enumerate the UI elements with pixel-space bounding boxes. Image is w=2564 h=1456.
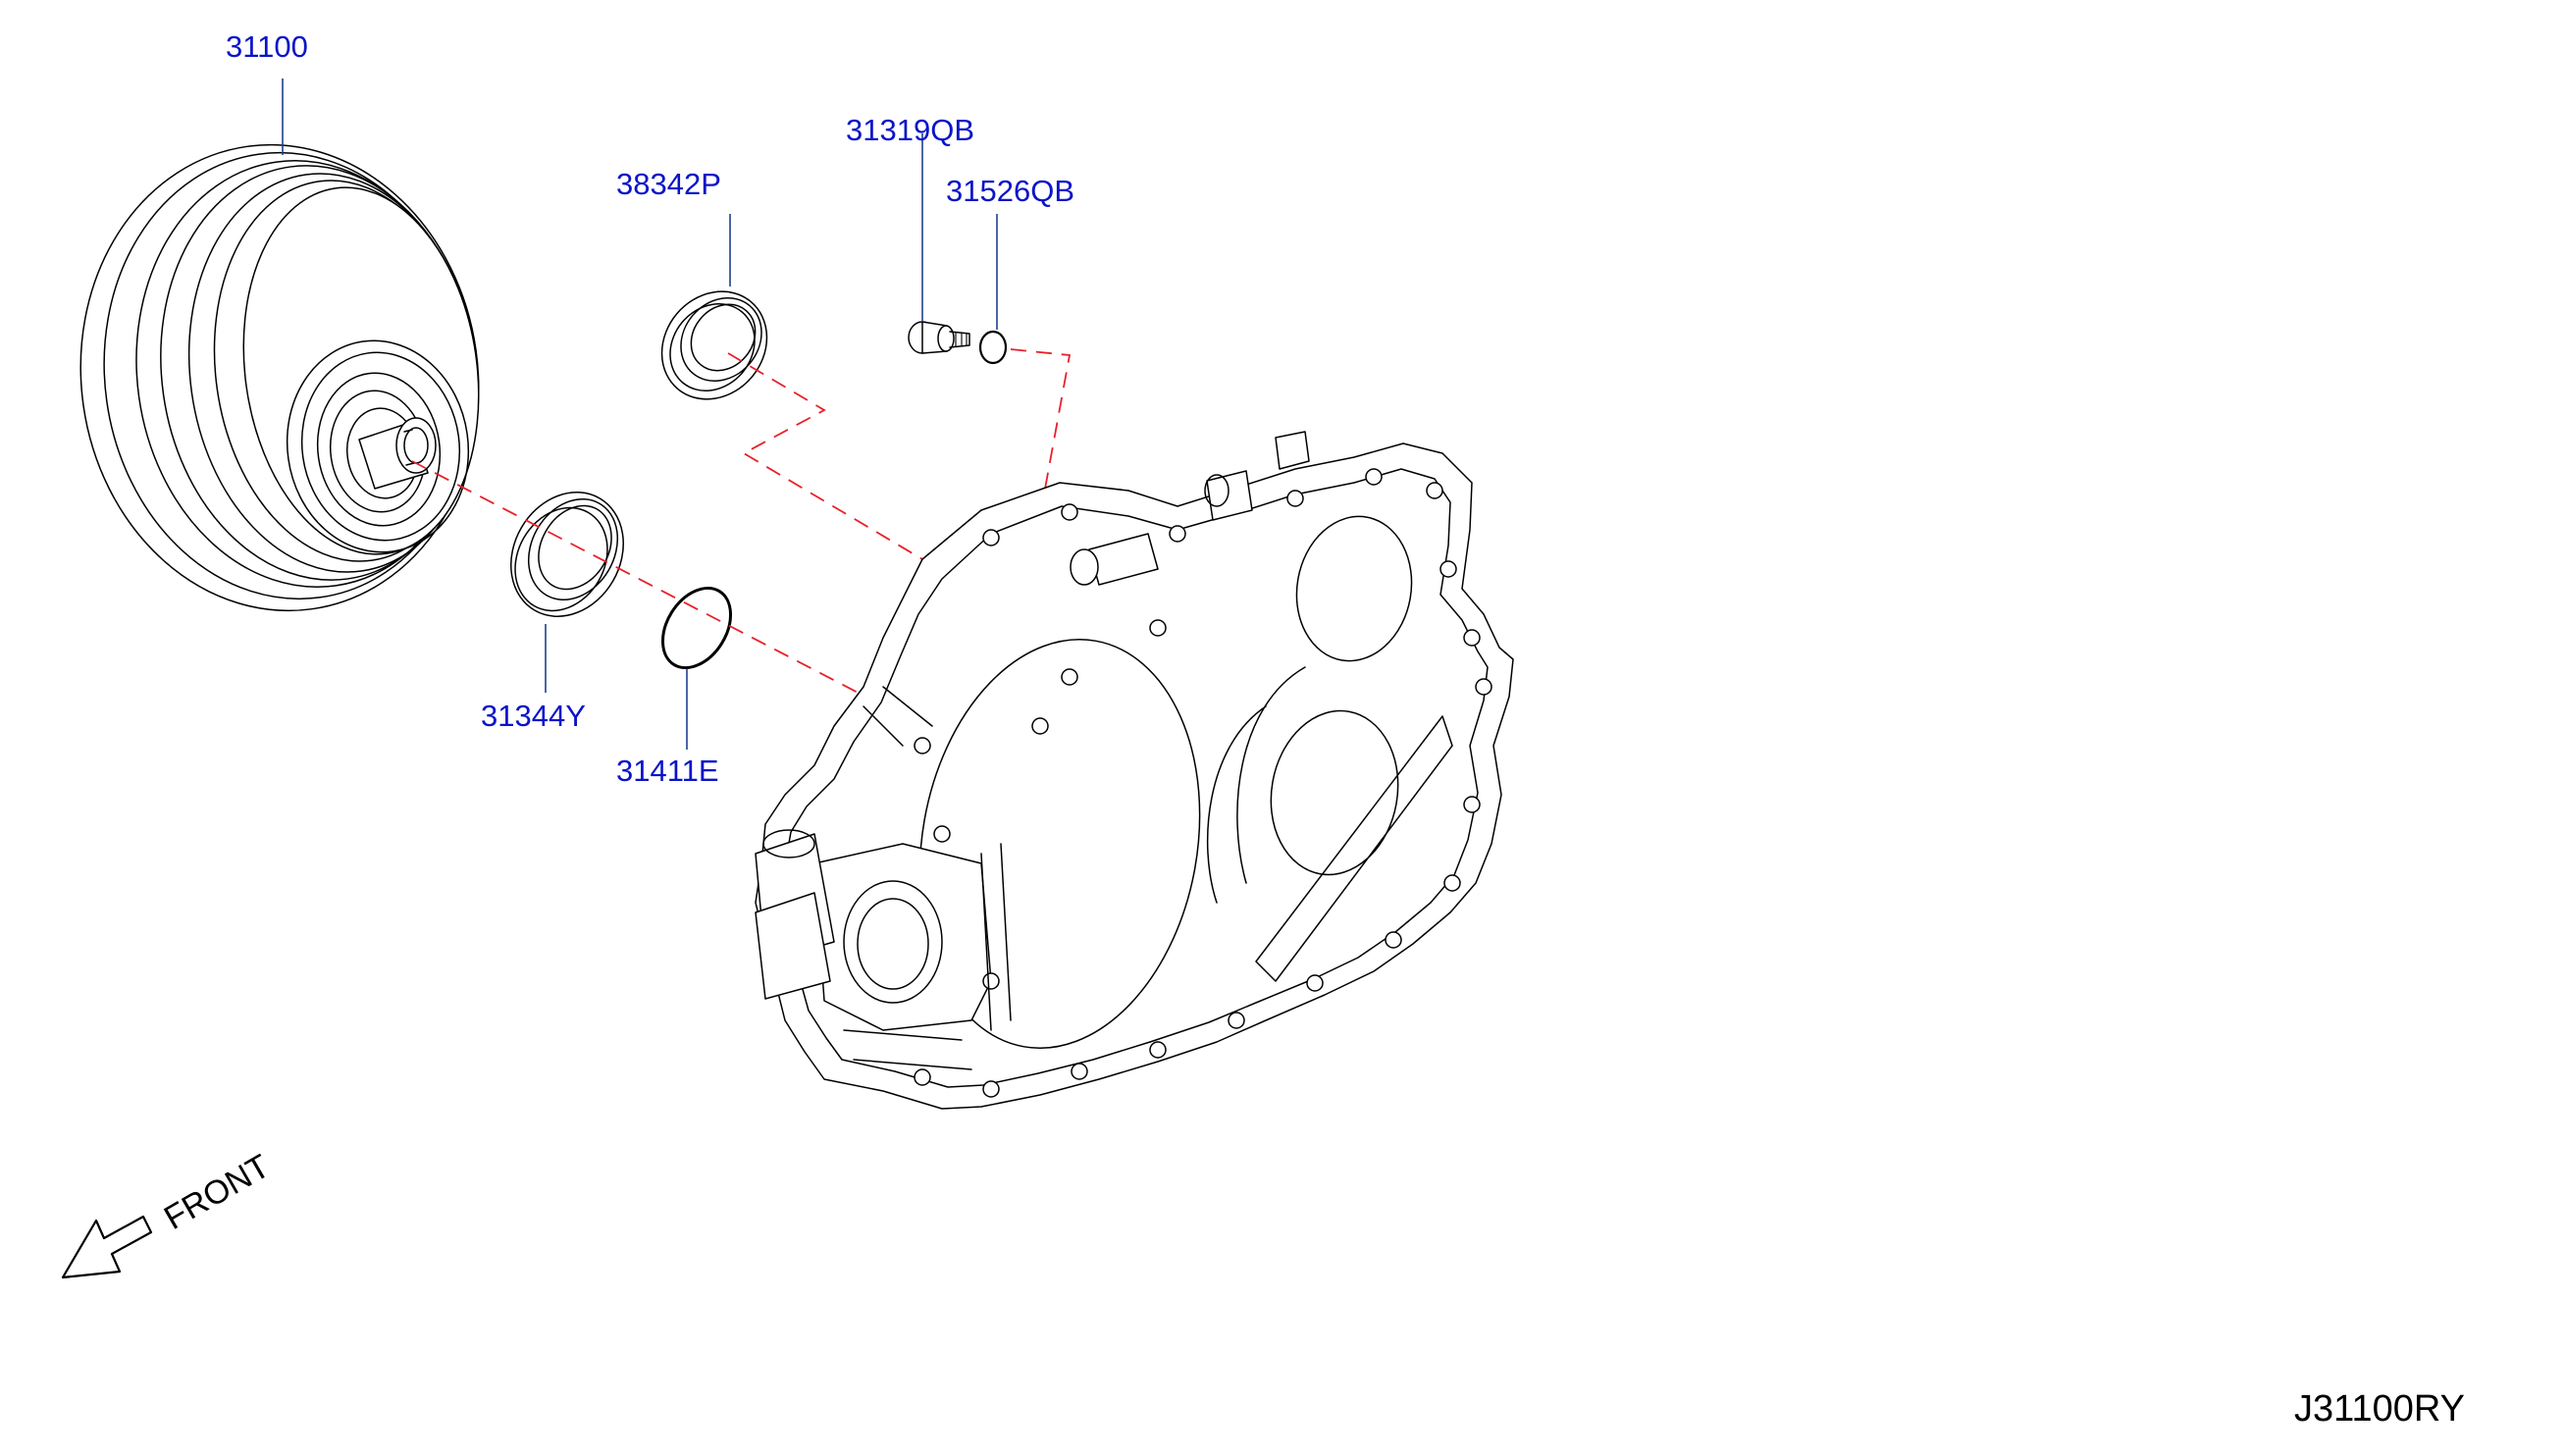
part-label-31411E[interactable]: 31411E bbox=[616, 754, 719, 788]
assembly-guide-lines bbox=[411, 348, 1072, 727]
part-label-31344Y[interactable]: 31344Y bbox=[481, 699, 586, 733]
diagram-code: J31100RY bbox=[2294, 1388, 2465, 1430]
part-label-38342P[interactable]: 38342P bbox=[616, 167, 721, 201]
transmission-case-drawing[interactable] bbox=[755, 431, 1514, 1110]
part-label-31526QB[interactable]: 31526QB bbox=[946, 174, 1074, 208]
part-label-31319QB[interactable]: 31319QB bbox=[846, 113, 974, 147]
torque-converter-drawing[interactable] bbox=[51, 78, 508, 637]
oil-seal-inner-drawing[interactable] bbox=[489, 472, 646, 693]
o-ring-small-drawing[interactable] bbox=[978, 214, 1008, 365]
plug-bolt-drawing[interactable] bbox=[908, 133, 970, 354]
oil-seal-outer-drawing[interactable] bbox=[640, 214, 788, 421]
part-label-31100[interactable]: 31100 bbox=[226, 29, 308, 64]
front-arrow-icon bbox=[61, 1215, 153, 1279]
front-direction-label: FRONT bbox=[158, 1147, 276, 1236]
o-ring-large-drawing[interactable] bbox=[649, 576, 745, 750]
